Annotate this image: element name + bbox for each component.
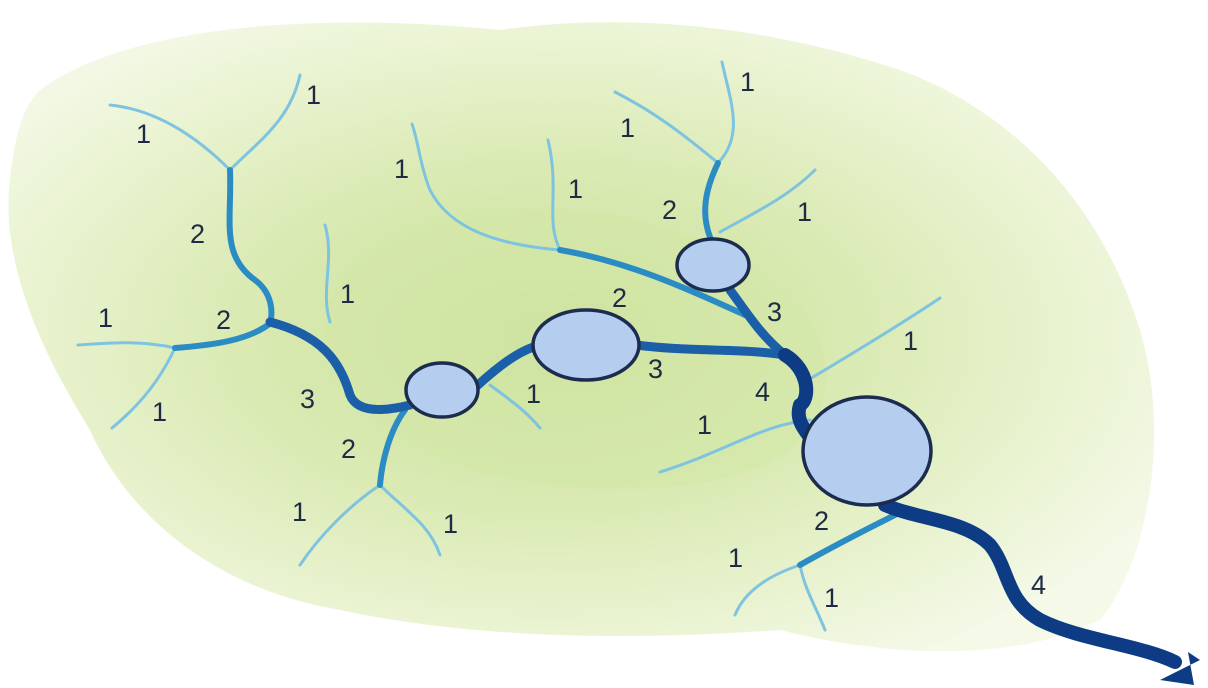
lakes	[404, 237, 933, 507]
stream-order-labels: 1 1 2 1 2 1 1 3 2 1 1 1 1 2 3 1 1 1 2 1 …	[98, 67, 1046, 613]
order-label: 4	[755, 377, 770, 407]
order-label: 1	[292, 497, 307, 527]
order-label: 1	[526, 379, 541, 409]
order-label: 2	[612, 283, 627, 313]
lake-central	[531, 308, 641, 382]
order-label: 1	[697, 410, 712, 440]
order-label: 1	[98, 303, 113, 333]
order-label: 1	[136, 119, 151, 149]
order-label: 1	[620, 113, 635, 143]
lake-small-west	[404, 361, 480, 419]
second-order-streams	[172, 160, 898, 568]
order-label: 1	[797, 197, 812, 227]
order-label: 1	[394, 154, 409, 184]
order-label: 1	[443, 509, 458, 539]
order-label: 2	[662, 195, 677, 225]
order-label: 3	[300, 384, 315, 414]
order-label: 1	[740, 67, 755, 97]
order-label: 1	[568, 174, 583, 204]
order-label: 1	[340, 279, 355, 309]
order-label: 2	[216, 305, 231, 335]
order-label: 1	[152, 397, 167, 427]
fourth-order-streams	[778, 348, 1200, 685]
order-label: 3	[767, 297, 782, 327]
order-label: 1	[824, 583, 839, 613]
order-label: 2	[190, 219, 205, 249]
order-label: 4	[1031, 570, 1046, 600]
order-label: 1	[903, 326, 918, 356]
outlet-arrow-icon	[1160, 652, 1200, 685]
order-label: 2	[341, 434, 356, 464]
order-label: 3	[648, 354, 663, 384]
third-order-streams	[265, 285, 790, 414]
lake-small-north	[675, 237, 751, 293]
order-label: 1	[306, 80, 321, 110]
order-label: 1	[728, 543, 743, 573]
order-label: 2	[814, 506, 829, 536]
lake-large-east	[801, 395, 933, 507]
